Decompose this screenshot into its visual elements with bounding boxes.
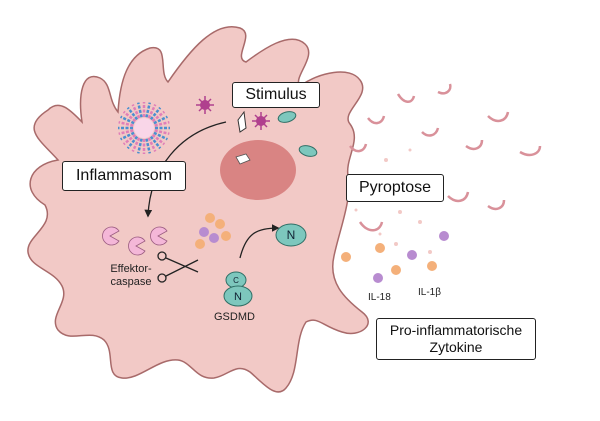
inflammasome-ray [145, 102, 152, 118]
inflammasome-ray [118, 129, 134, 136]
inflammasome-ray [149, 135, 162, 150]
nucleus [220, 140, 296, 200]
bacterium-icon [277, 111, 297, 123]
released-n-terminal [275, 223, 307, 247]
released-cytokines [341, 231, 449, 283]
cytokines-label-line2: Zytokine [429, 339, 483, 355]
inflammasome-ray [136, 102, 143, 118]
gsdmd-n-label: N [234, 291, 242, 303]
bacterium-icon [298, 145, 318, 157]
effector-caspase-label: Effektor- caspase [100, 263, 162, 289]
stimulus-arrow [144, 121, 227, 218]
inflammasome-ray [126, 106, 139, 121]
inflammasome-label: Inflammasom [62, 161, 186, 191]
cytokines-label: Pro-inflammatorische Zytokine [376, 318, 536, 360]
cleavage-arrow [239, 224, 280, 259]
inflammasome-ray [122, 110, 137, 123]
pathogen-icon [252, 112, 270, 130]
pyroptosis-label: Pyroptose [346, 174, 444, 202]
il18-label: IL-18 [368, 292, 391, 303]
inflammasome-ray [149, 106, 162, 121]
inflammasome-ray [126, 135, 139, 150]
stimulus-label: Stimulus [232, 82, 320, 108]
crystal-icon [237, 110, 247, 133]
inflammasome-ray [151, 110, 166, 123]
effector-caspase-line1: Effektor- [110, 263, 152, 275]
inflammasome-ray [154, 120, 170, 127]
effector-caspase-line2: caspase [110, 276, 152, 288]
inflammasome-ray [120, 115, 135, 125]
gsdmd-c-label: C [233, 276, 239, 285]
inflammasome-ray [118, 120, 134, 127]
inflammasome-ray [145, 138, 152, 154]
nucleus-fragment [235, 153, 251, 165]
cytokine-cluster [195, 213, 231, 249]
il1b-label: IL-1β [418, 287, 441, 298]
inflammasome-ray [122, 133, 137, 146]
inflammasome-ray [151, 133, 166, 146]
inflammasome-ray [136, 138, 143, 154]
inflammasome-ray [153, 115, 168, 125]
membrane-fragments [349, 83, 542, 232]
released-n-label: N [287, 228, 296, 242]
effector-caspase-icons [102, 226, 168, 256]
cytokines-label-line1: Pro-inflammatorische [389, 322, 523, 338]
gsdmd-protein [223, 271, 253, 307]
inflammasome-ray [154, 129, 170, 136]
gsdmd-label: GSDMD [214, 311, 255, 323]
pathogen-icon [196, 96, 214, 114]
scissors-icon [157, 251, 199, 283]
